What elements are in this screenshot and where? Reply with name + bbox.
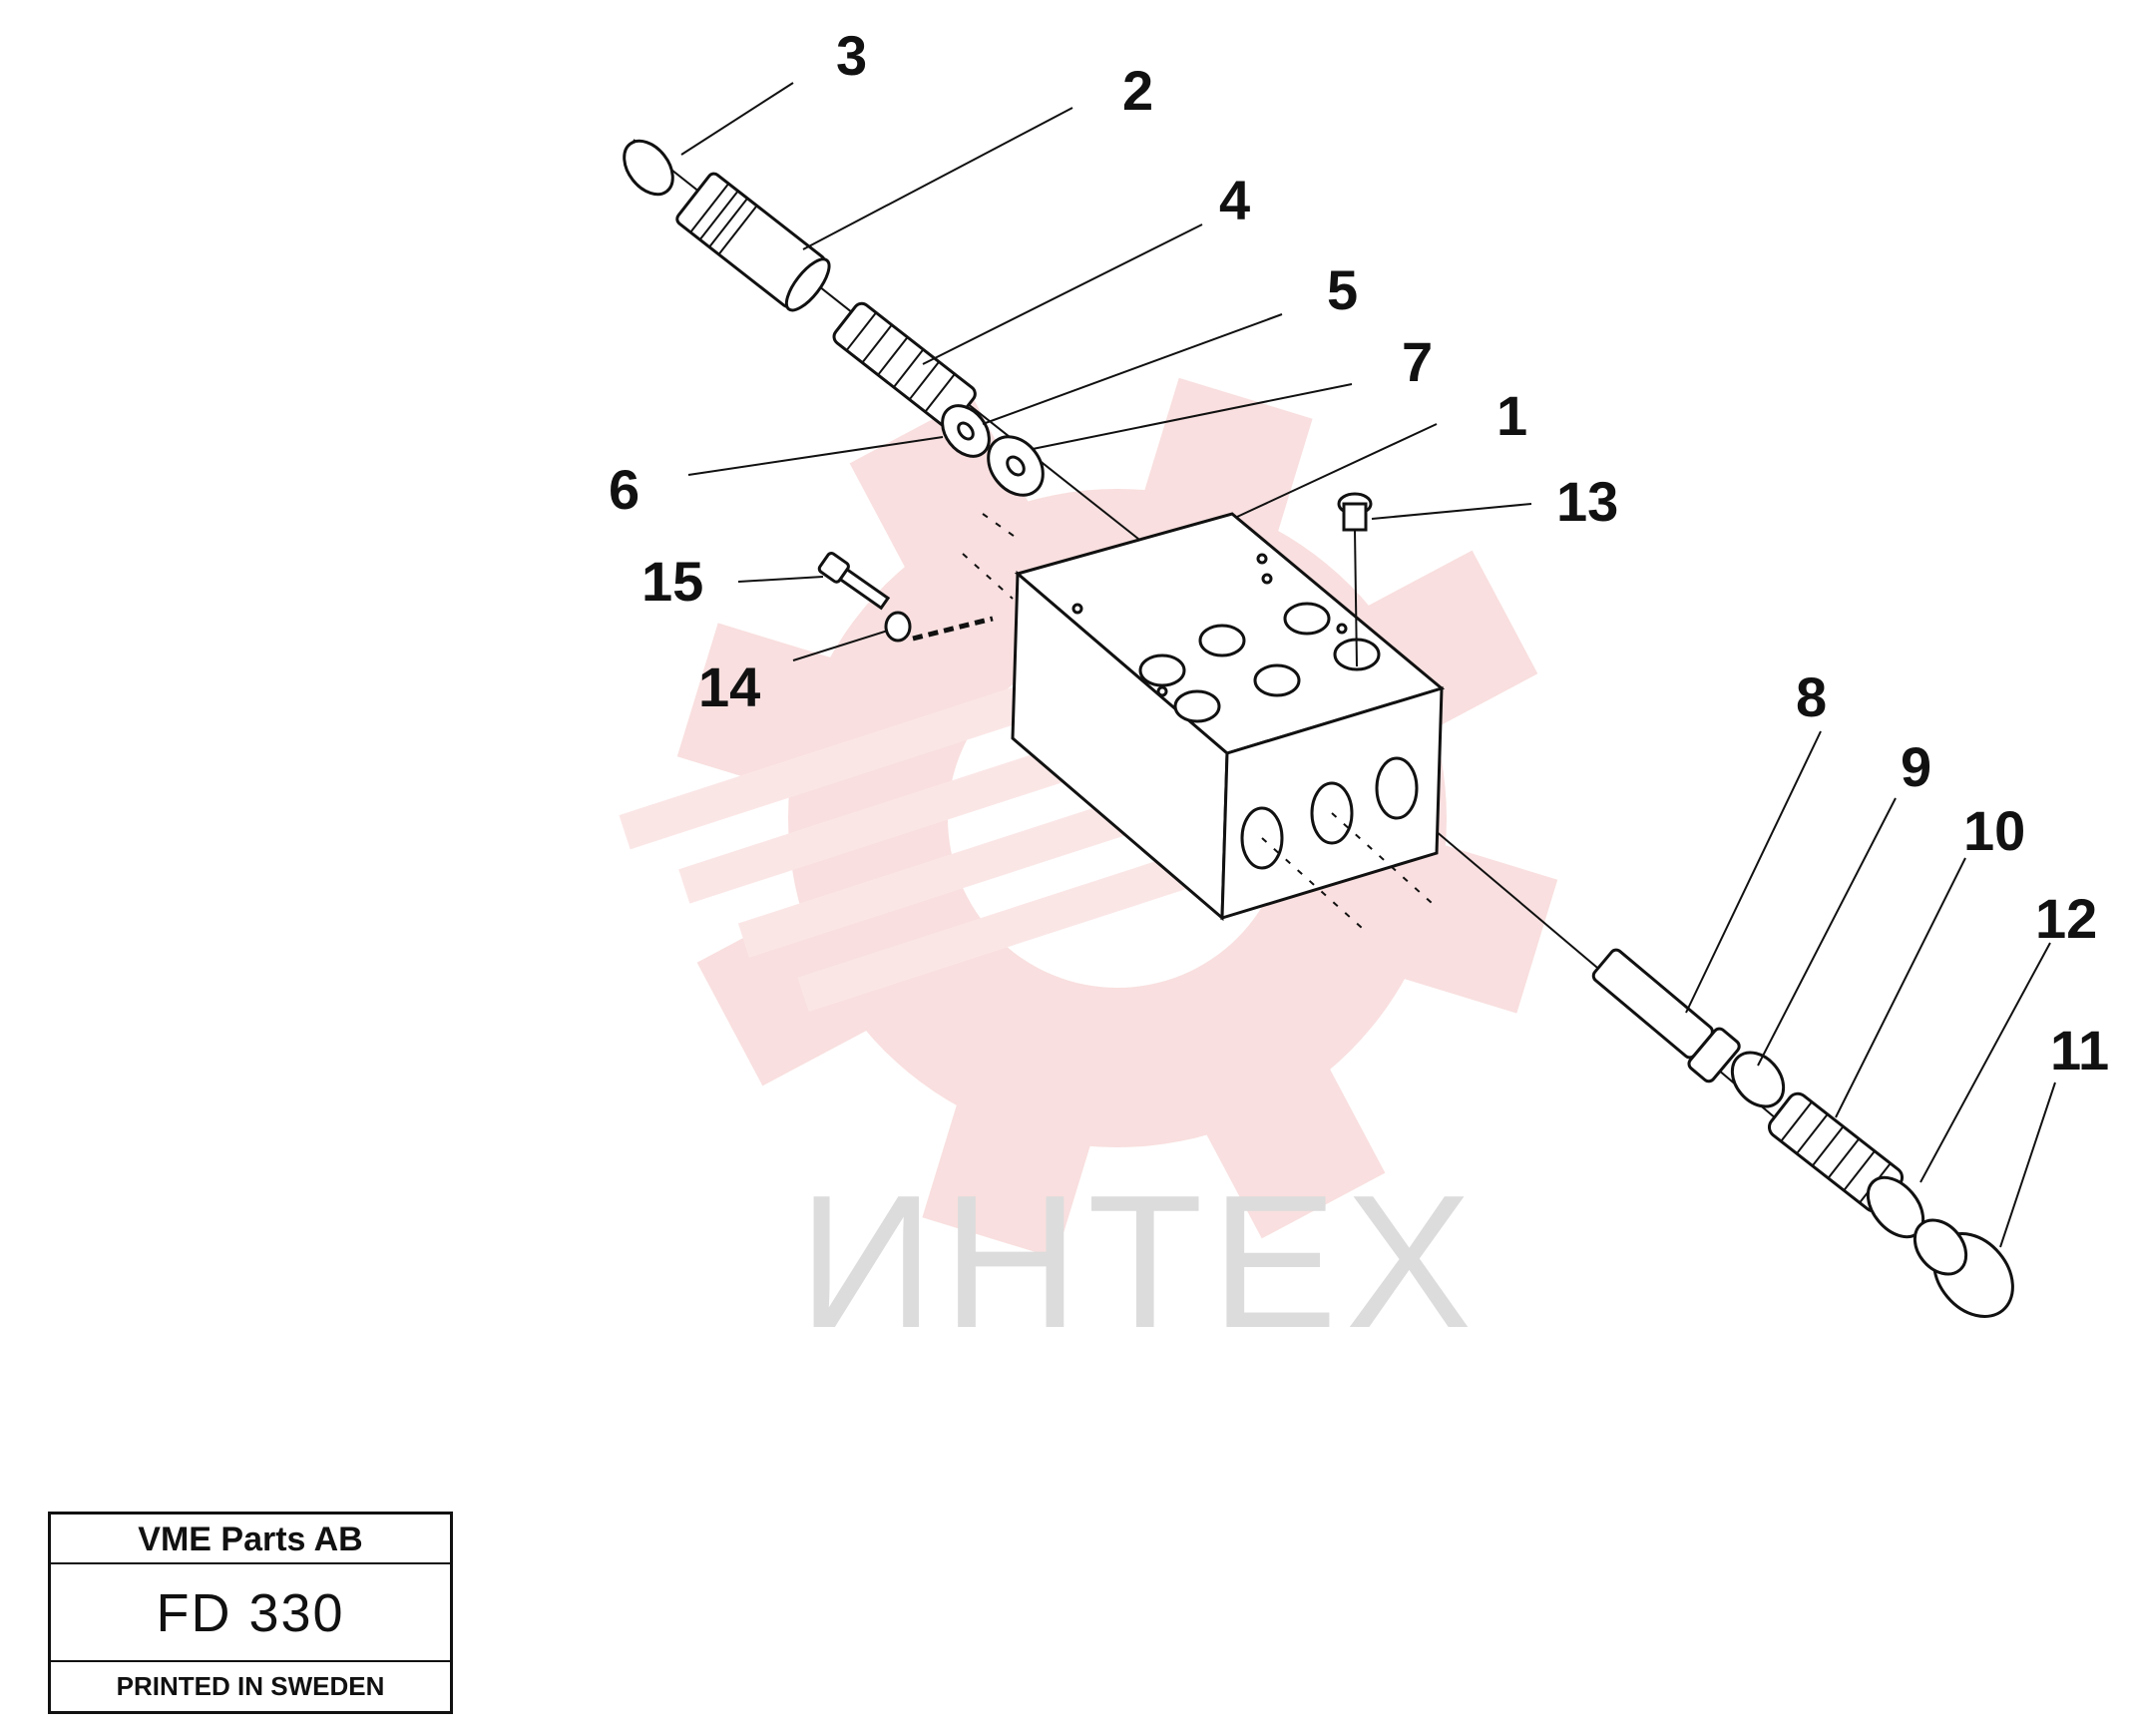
stamp-code: FD 330 xyxy=(51,1564,450,1662)
callout-11: 11 xyxy=(2050,1019,2109,1082)
callout-15: 15 xyxy=(641,550,703,613)
part-9-washer xyxy=(1730,1051,1786,1108)
part-2-sleeve xyxy=(675,172,831,312)
part-8-piston xyxy=(1591,948,1741,1084)
callout-2: 2 xyxy=(1122,59,1153,122)
callout-12: 12 xyxy=(2035,887,2097,950)
part-1-valve-block xyxy=(962,512,1446,929)
callout-1: 1 xyxy=(1496,384,1527,447)
part-3-oring xyxy=(623,139,674,197)
callout-14: 14 xyxy=(698,655,760,718)
leader-lines xyxy=(680,82,2056,1248)
callout-7: 7 xyxy=(1402,330,1433,393)
part-13-plug xyxy=(1337,492,1373,667)
callout-10: 10 xyxy=(1963,799,2025,862)
callout-5: 5 xyxy=(1327,258,1358,321)
callout-8: 8 xyxy=(1796,665,1827,728)
part-15-screw xyxy=(817,552,891,611)
title-stamp: VME Parts AB FD 330 PRINTED IN SWEDEN xyxy=(48,1512,453,1714)
callout-9: 9 xyxy=(1901,735,1931,798)
part-11-cap-plug xyxy=(1913,1218,2014,1318)
callout-13: 13 xyxy=(1556,470,1618,533)
callout-4: 4 xyxy=(1219,169,1250,231)
callout-6: 6 xyxy=(609,458,639,521)
watermark-text: ИНТЕХ xyxy=(798,1156,1480,1368)
part-14-washer xyxy=(884,611,912,643)
stamp-printed: PRINTED IN SWEDEN xyxy=(116,1671,385,1701)
callout-3: 3 xyxy=(836,24,867,87)
stamp-company: VME Parts AB xyxy=(51,1515,450,1564)
